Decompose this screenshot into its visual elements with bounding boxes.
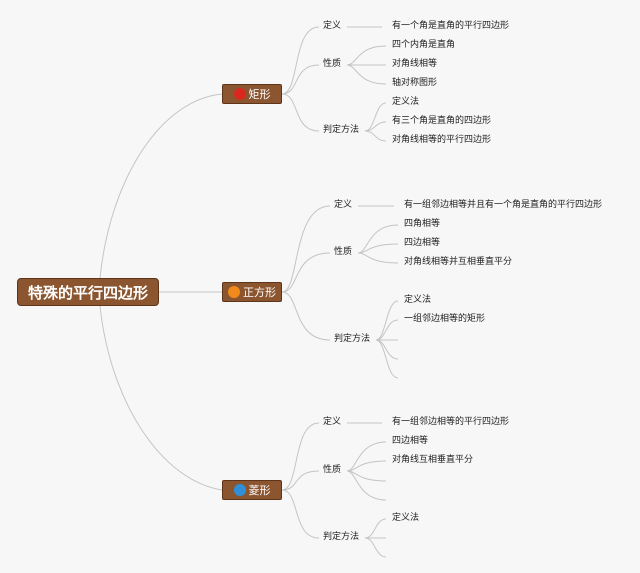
group-item-connector: [357, 224, 399, 254]
leaf-item[interactable]: 定义法: [404, 295, 432, 305]
leaf-item[interactable]: 有一组邻边相等的平行四边形: [392, 417, 510, 427]
leaf-item[interactable]: 有一个角是直角的平行四边形: [392, 21, 510, 31]
leaf-item[interactable]: 对角线互相垂直平分: [392, 455, 474, 465]
leaf-item[interactable]: 四边相等: [404, 238, 441, 248]
group-item-connector: [375, 300, 399, 341]
leaf-item[interactable]: 对角线相等: [392, 59, 438, 69]
branch-label: 菱形: [248, 484, 271, 497]
group-label[interactable]: 判定方法: [334, 334, 371, 344]
group-item-connector: [357, 243, 399, 254]
branch-group-connector: [281, 422, 320, 491]
group-item-connector: [375, 319, 399, 341]
group-item-connector: [364, 537, 387, 558]
leaf-item[interactable]: 有一组邻边相等并且有一个角是直角的平行四边形: [404, 200, 603, 210]
group-label[interactable]: 判定方法: [323, 125, 360, 135]
branch-group-connector: [281, 489, 320, 539]
group-label[interactable]: 性质: [323, 59, 342, 69]
group-item-connector: [346, 64, 387, 85]
branch-group-connector: [281, 26, 320, 95]
leaf-item[interactable]: 定义法: [392, 97, 420, 107]
blue-circle-icon: [233, 484, 246, 496]
branch-label: 正方形: [243, 286, 276, 299]
branch-label: 矩形: [248, 88, 271, 101]
branch-group-connector: [281, 205, 331, 293]
group-item-connector: [346, 45, 387, 66]
branch-node-square[interactable]: 正方形: [222, 282, 282, 302]
root-branch-connector: [99, 93, 223, 279]
orange-circle-icon: [228, 286, 240, 298]
root-label: 特殊的平行四边形: [27, 283, 148, 302]
group-label[interactable]: 性质: [334, 247, 353, 257]
leaf-item[interactable]: 四边相等: [392, 436, 429, 446]
group-item-connector: [357, 252, 399, 264]
leaf-item[interactable]: 一组邻边相等的矩形: [404, 314, 486, 324]
group-item-connector: [375, 339, 399, 379]
group-label[interactable]: 定义: [334, 200, 353, 210]
leaf-item[interactable]: 轴对称图形: [392, 78, 438, 88]
group-item-connector: [346, 460, 387, 472]
branch-group-connector: [281, 64, 320, 95]
group-label[interactable]: 定义: [323, 417, 342, 427]
root-branch-connector: [99, 305, 223, 491]
group-item-connector: [346, 470, 387, 501]
leaf-item[interactable]: 四个内角是直角: [392, 40, 456, 50]
branch-node-rectangle[interactable]: 矩形: [222, 84, 282, 104]
group-label[interactable]: 性质: [323, 465, 342, 475]
branch-group-connector: [281, 291, 331, 341]
group-item-connector: [375, 339, 399, 360]
group-item-connector: [346, 441, 387, 472]
group-item-connector: [364, 518, 387, 539]
leaf-item[interactable]: 对角线相等的平行四边形: [392, 135, 492, 145]
leaf-item[interactable]: 对角线相等并互相垂直平分: [404, 257, 513, 267]
branch-group-connector: [281, 93, 320, 132]
red-circle-icon: [233, 88, 246, 100]
leaf-item[interactable]: 四角相等: [404, 219, 441, 229]
root-node[interactable]: 特殊的平行四边形: [17, 278, 159, 306]
group-label[interactable]: 判定方法: [323, 532, 360, 542]
branch-node-rhombus[interactable]: 菱形: [222, 480, 282, 500]
group-label[interactable]: 定义: [323, 21, 342, 31]
branch-group-connector: [281, 470, 320, 491]
group-item-connector: [364, 130, 387, 142]
branch-group-connector: [281, 252, 331, 293]
group-item-connector: [364, 102, 387, 132]
leaf-item[interactable]: 定义法: [392, 513, 420, 523]
leaf-item[interactable]: 有三个角是直角的四边形: [392, 116, 492, 126]
